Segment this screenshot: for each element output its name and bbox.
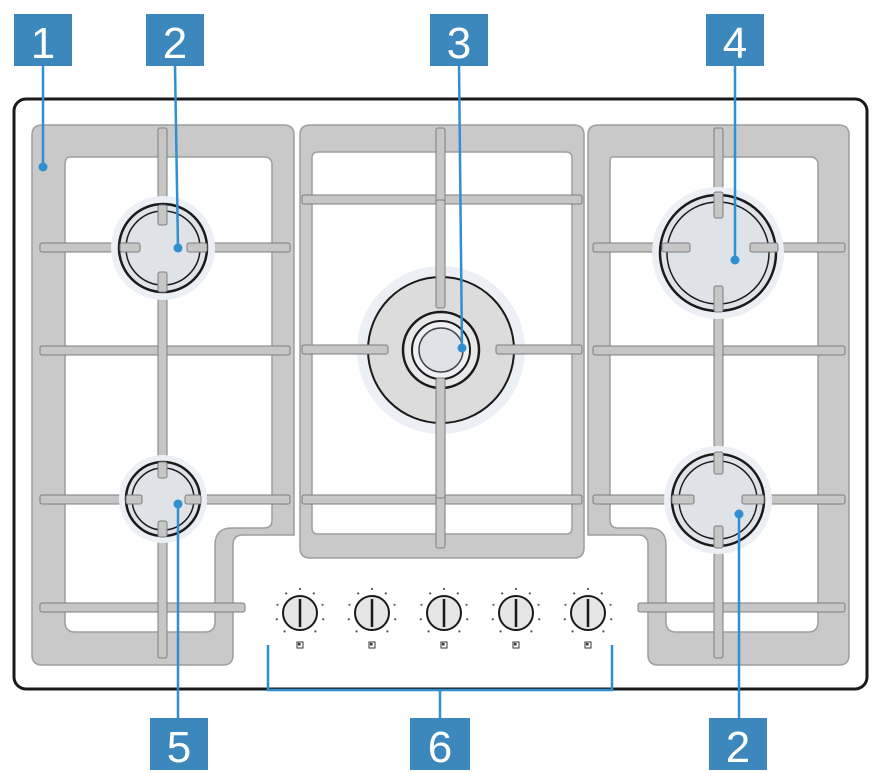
control-knob-icon[interactable] — [563, 587, 613, 649]
front-right-burner — [664, 446, 772, 554]
svg-text:2: 2 — [726, 723, 750, 772]
rear-right-burner — [652, 187, 784, 319]
callout-lines — [41, 64, 741, 720]
callout-1: 1 — [14, 14, 72, 68]
callout-dots — [38, 162, 744, 519]
control-knob-icon[interactable] — [347, 587, 397, 649]
control-knob-icon[interactable] — [491, 587, 541, 649]
callout-5: 5 — [150, 718, 208, 772]
rear-left-burner — [111, 196, 215, 300]
callout-2-top: 2 — [146, 14, 204, 68]
front-left-burner — [119, 455, 207, 543]
svg-text:5: 5 — [167, 723, 191, 772]
control-panel — [275, 587, 613, 649]
svg-text:3: 3 — [447, 19, 471, 68]
callout-4: 4 — [706, 14, 764, 68]
svg-text:4: 4 — [723, 19, 747, 68]
svg-text:2: 2 — [163, 19, 187, 68]
control-knob-icon[interactable] — [275, 587, 325, 649]
callout-6: 6 — [410, 718, 470, 772]
svg-text:1: 1 — [31, 19, 55, 68]
svg-text:6: 6 — [428, 723, 452, 772]
callout-2-bottom: 2 — [709, 718, 767, 772]
callout-3: 3 — [430, 14, 488, 68]
control-knob-icon[interactable] — [419, 587, 469, 649]
wok-burner — [301, 199, 583, 499]
